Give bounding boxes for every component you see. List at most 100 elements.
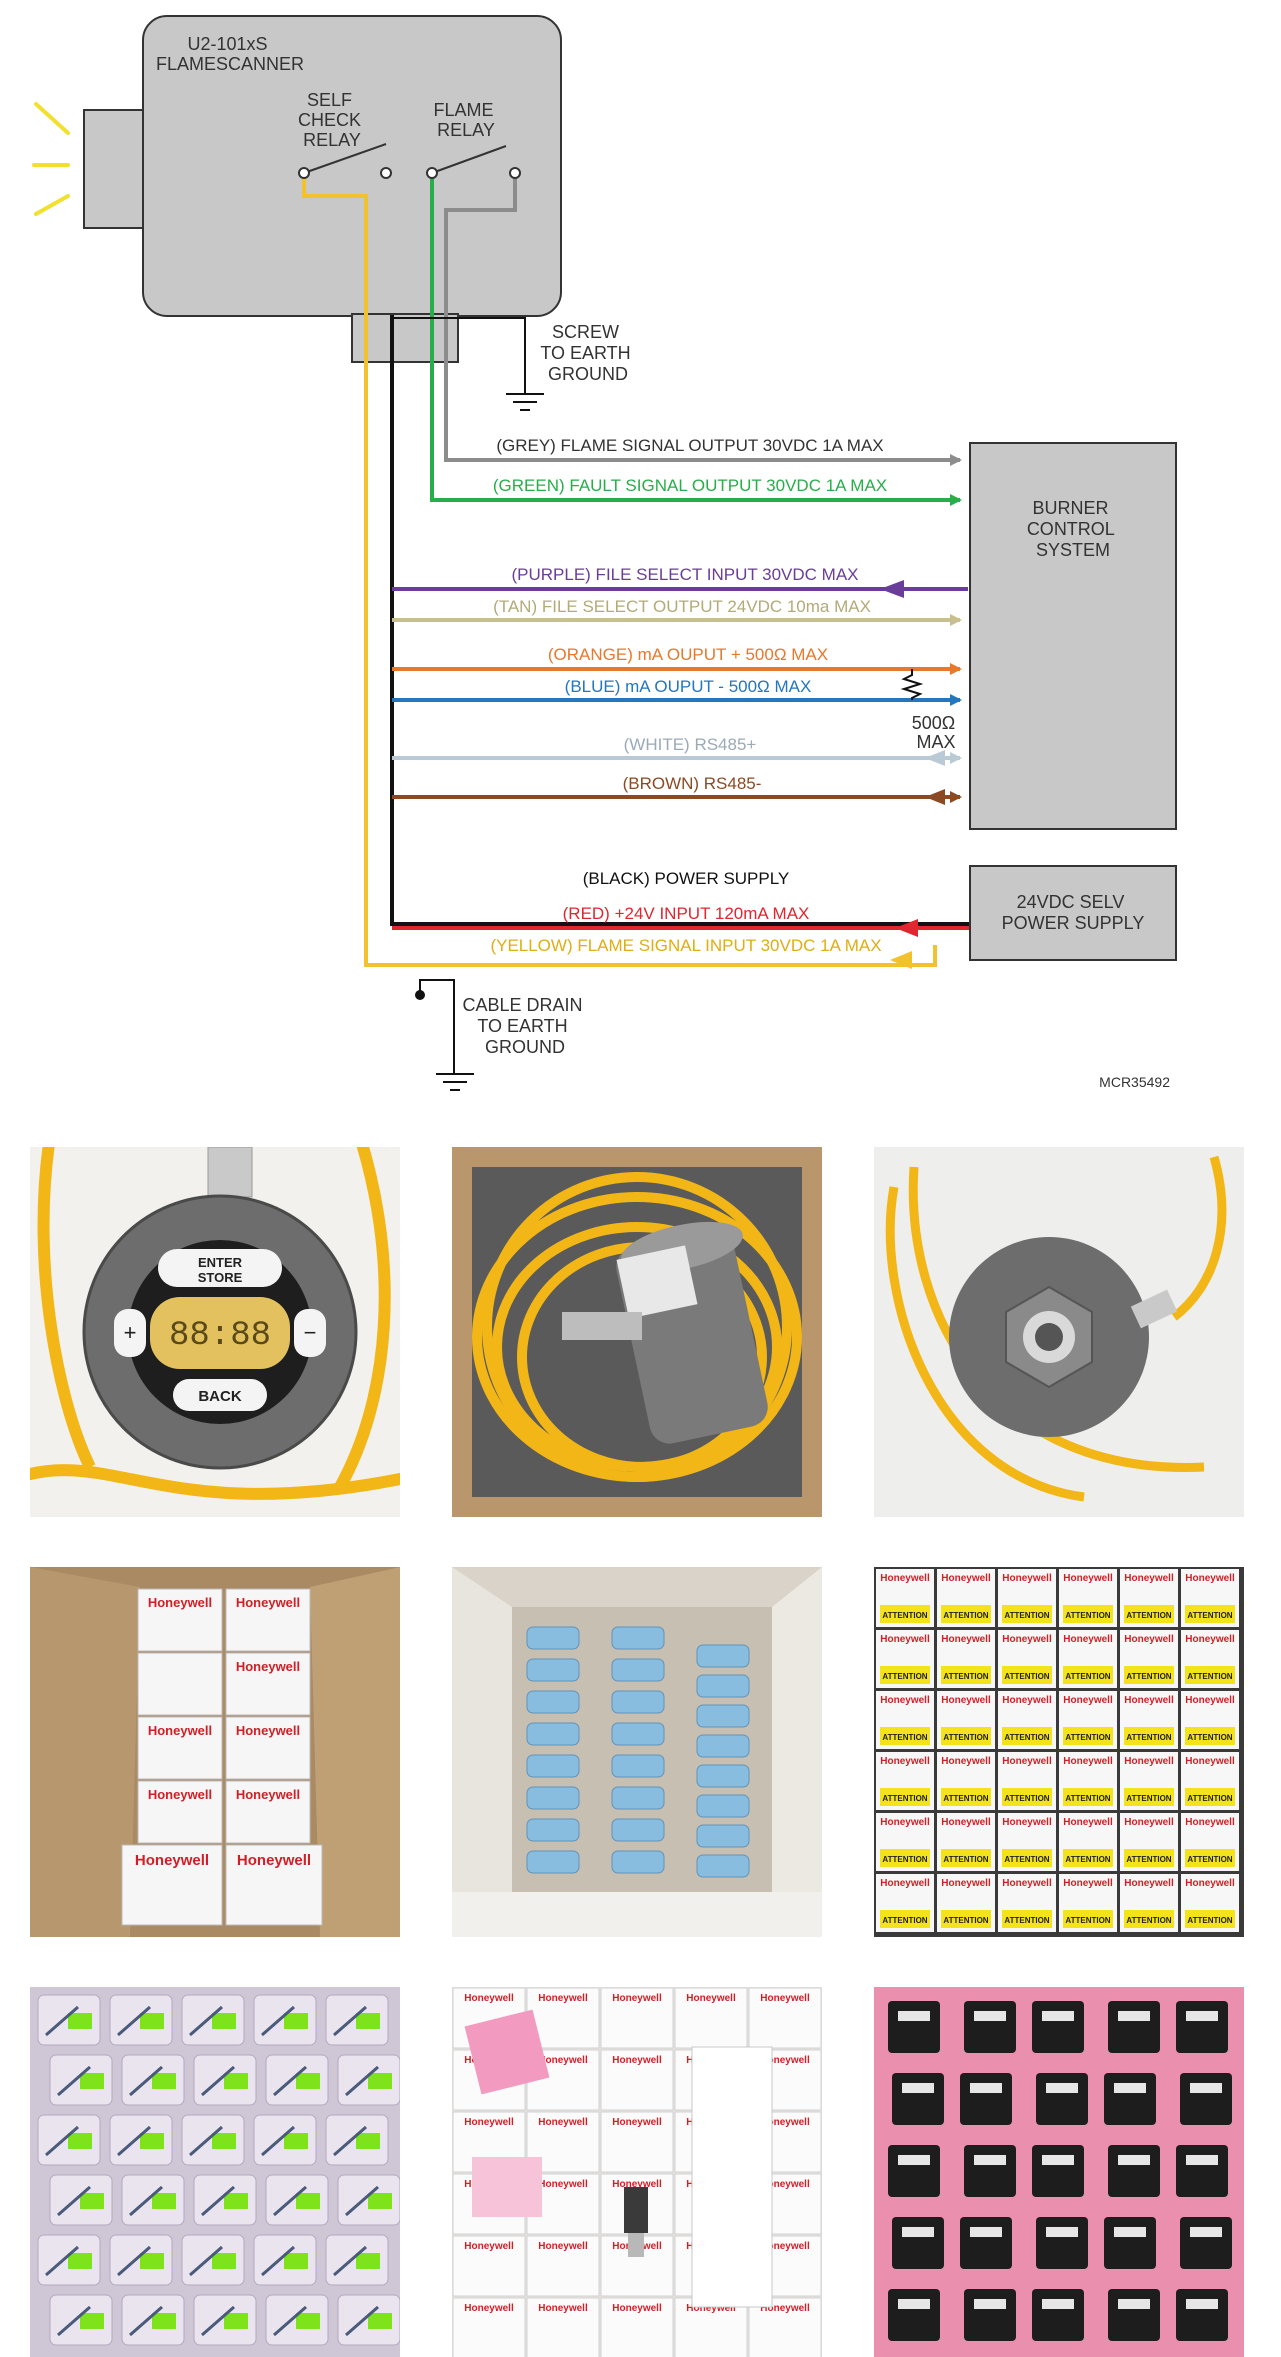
- brand-label: Honeywell: [1002, 1878, 1052, 1889]
- reference-code: MCR35492: [1099, 1074, 1170, 1090]
- display-readout: 88:88: [169, 1317, 271, 1355]
- bagged-part: [333, 2125, 367, 2157]
- product-photo-3: [874, 1147, 1244, 1517]
- warning-label: [880, 1910, 930, 1928]
- signal-wires: [302, 173, 970, 967]
- wire-green: [430, 173, 962, 506]
- warning-label: [1124, 1666, 1174, 1684]
- wire-yellow: [302, 173, 937, 967]
- brand-label: Honeywell: [236, 1787, 300, 1802]
- module: [1176, 2289, 1228, 2341]
- brand-label: Honeywell: [880, 1573, 930, 1584]
- brand-label: Honeywell: [760, 2055, 810, 2066]
- brand-label: Honeywell: [236, 1659, 300, 1674]
- green-label: [284, 2013, 308, 2029]
- brand-label: Honeywell: [941, 1634, 991, 1645]
- module: [960, 2217, 1012, 2269]
- green-label: [152, 2313, 176, 2329]
- package-box: [600, 1987, 674, 2049]
- module: [888, 2001, 940, 2053]
- bagged-part: [117, 2245, 151, 2277]
- warning-label: [941, 1666, 991, 1684]
- green-label: [140, 2253, 164, 2269]
- warning-label: [1185, 1788, 1235, 1806]
- attention-label: ATTENTION: [1004, 1916, 1049, 1925]
- brand-label: Honeywell: [1063, 1817, 1113, 1828]
- bagged-part: [345, 2065, 379, 2097]
- attention-label: ATTENTION: [1065, 1672, 1110, 1681]
- bagged-part: [201, 2065, 235, 2097]
- brand-label: Honeywell: [464, 2241, 514, 2252]
- warning-label: [1124, 1727, 1174, 1745]
- module: [1104, 2073, 1156, 2125]
- attention-label: ATTENTION: [1126, 1672, 1171, 1681]
- signal-label-yellow: (YELLOW) FLAME SIGNAL INPUT 30VDC 1A MAX: [490, 936, 881, 955]
- package-box: [600, 2111, 674, 2173]
- brand-label: Honeywell: [538, 2303, 588, 2314]
- cable-drain-label: CABLE DRAIN TO EARTH GROUND: [462, 995, 587, 1057]
- module-label: [1190, 2083, 1222, 2093]
- arrow-yellow: [890, 951, 912, 969]
- brand-label: Honeywell: [1002, 1695, 1052, 1706]
- bagged-part: [261, 2245, 295, 2277]
- bagged-part: [117, 2005, 151, 2037]
- key-back-label: BACK: [198, 1388, 241, 1405]
- module: [964, 2289, 1016, 2341]
- flame-relay-label: FLAME RELAY: [433, 100, 498, 140]
- warning-label: [1185, 1727, 1235, 1745]
- module-label: [1042, 2155, 1074, 2165]
- brand-label: Honeywell: [1002, 1756, 1052, 1767]
- module-label: [1114, 2083, 1146, 2093]
- brand-label: Honeywell: [538, 2241, 588, 2252]
- product-photo-1: 88:88 ENTER STORE BACK + −: [30, 1147, 400, 1517]
- bagged-part: [345, 2185, 379, 2217]
- burner-control-label: BURNER CONTROL SYSTEM: [1027, 498, 1119, 560]
- module-label: [970, 2227, 1002, 2237]
- resistor-icon: [900, 669, 924, 700]
- module: [1108, 2001, 1160, 2053]
- module-label: [970, 2083, 1002, 2093]
- green-label: [68, 2253, 92, 2269]
- green-label: [356, 2253, 380, 2269]
- module-label: [1186, 2011, 1218, 2021]
- brand-label: Honeywell: [1063, 1878, 1113, 1889]
- module-label: [1118, 2011, 1150, 2021]
- product-photo-4: Honeywell Honeywell Honeywell Honeywell …: [30, 1567, 400, 1937]
- brand-label: Honeywell: [464, 1993, 514, 2004]
- warning-label: [941, 1727, 991, 1745]
- brand-label: Honeywell: [880, 1878, 930, 1889]
- warning-label: [1063, 1727, 1113, 1745]
- attention-label: ATTENTION: [1187, 1611, 1232, 1620]
- warning-label: [1185, 1666, 1235, 1684]
- green-label: [284, 2133, 308, 2149]
- flame-rays-icon: [32, 102, 70, 216]
- arrow-white-left: [925, 750, 945, 766]
- module: [1036, 2073, 1088, 2125]
- warning-label: [1002, 1605, 1052, 1623]
- open-box: [691, 2046, 773, 2308]
- module: [1104, 2217, 1156, 2269]
- attention-label: ATTENTION: [1065, 1855, 1110, 1864]
- brand-label: Honeywell: [1124, 1573, 1174, 1584]
- warning-label: [1124, 1910, 1174, 1928]
- brand-label: Honeywell: [538, 2117, 588, 2128]
- package-box: [600, 2049, 674, 2111]
- bagged-part: [57, 2065, 91, 2097]
- signal-label-tan: (TAN) FILE SELECT OUTPUT 24VDC 10ma MAX: [493, 597, 871, 616]
- brand-label: Honeywell: [941, 1695, 991, 1706]
- module-label: [1042, 2011, 1074, 2021]
- brand-label: Honeywell: [686, 1993, 736, 2004]
- warning-label: [1063, 1605, 1113, 1623]
- brand-label: Honeywell: [464, 2117, 514, 2128]
- warning-label: [1002, 1666, 1052, 1684]
- module-label: [974, 2011, 1006, 2021]
- attention-label: ATTENTION: [943, 1611, 988, 1620]
- bagged-part: [189, 2005, 223, 2037]
- green-label: [356, 2133, 380, 2149]
- bagged-part: [261, 2125, 295, 2157]
- brand-label: Honeywell: [538, 2179, 588, 2190]
- warning-label: [880, 1849, 930, 1867]
- brand-label: Honeywell: [1063, 1695, 1113, 1706]
- brand-label: Honeywell: [1063, 1756, 1113, 1767]
- signal-label-grey: (GREY) FLAME SIGNAL OUTPUT 30VDC 1A MAX: [496, 436, 883, 455]
